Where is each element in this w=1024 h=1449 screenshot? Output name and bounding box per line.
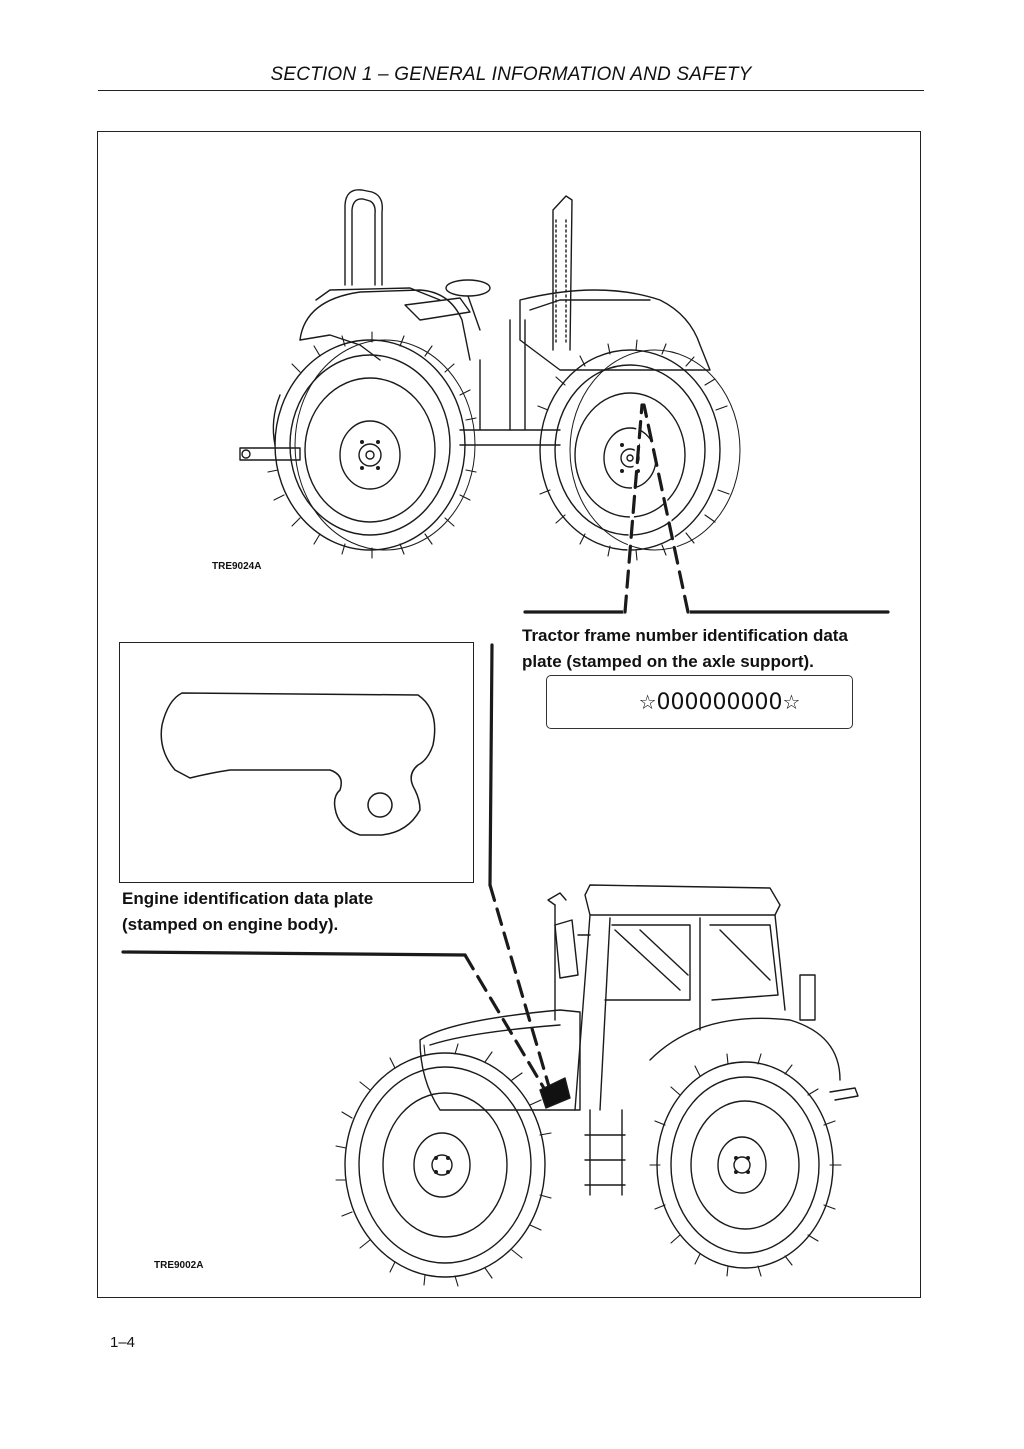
frame-plate-caption: Tractor frame number identification data… bbox=[522, 623, 848, 675]
frame-number-plate: ☆000000000☆ bbox=[546, 675, 853, 729]
star-icon: ☆ bbox=[782, 690, 801, 714]
engine-plate-caption: Engine identification data plate (stampe… bbox=[122, 886, 373, 938]
cab-tractor-drawing bbox=[335, 884, 859, 1287]
section-title: SECTION 1 – GENERAL INFORMATION AND SAFE… bbox=[270, 64, 752, 85]
engine-plate-leader-lines bbox=[121, 643, 552, 1097]
frame-plate-caption-line2: plate (stamped on the axle support). bbox=[522, 652, 814, 671]
star-icon: ☆ bbox=[638, 690, 657, 714]
engine-plate-caption-line1: Engine identification data plate bbox=[122, 889, 374, 908]
engine-plate-inset bbox=[119, 642, 474, 883]
frame-plate-caption-line1: Tractor frame number identification data bbox=[522, 626, 848, 645]
frame-number-value: 000000000 bbox=[656, 689, 783, 715]
frame-plate-leader-lines bbox=[523, 403, 890, 614]
engine-plate-outline bbox=[160, 692, 436, 836]
top-figure-code: TRE9024A bbox=[212, 561, 262, 572]
engine-plate-caption-line2: (stamped on engine body). bbox=[122, 915, 339, 934]
page-header: SECTION 1 – GENERAL INFORMATION AND SAFE… bbox=[98, 62, 924, 91]
page-number: 1–4 bbox=[110, 1334, 136, 1351]
figure-frame bbox=[97, 131, 921, 1298]
bottom-figure-code: TRE9002A bbox=[154, 1260, 204, 1271]
